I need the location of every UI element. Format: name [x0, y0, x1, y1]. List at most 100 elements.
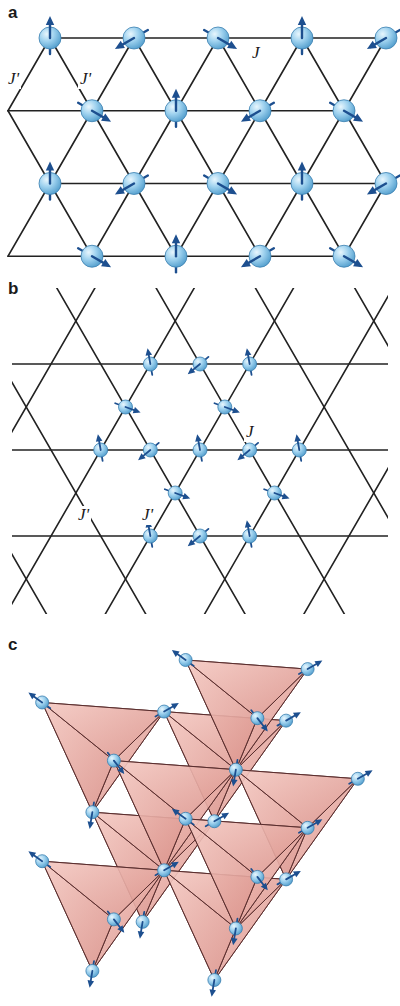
bond-line	[344, 183, 386, 256]
bond-line	[344, 38, 386, 111]
bond-line	[176, 38, 218, 111]
bond-line	[302, 111, 344, 184]
arrow-head	[117, 766, 124, 774]
arrow-head	[282, 493, 290, 499]
arrow-head	[88, 980, 95, 988]
panel-letter: a	[6, 4, 19, 23]
bond-line	[134, 183, 218, 185]
bond-line	[92, 38, 134, 111]
lattice-line	[12, 288, 388, 614]
bond-line	[260, 111, 302, 184]
arrow-head	[182, 493, 190, 499]
bond-line	[92, 183, 134, 256]
coupling-label: J	[244, 423, 256, 442]
arrow-head	[295, 434, 301, 442]
arrow-head	[353, 259, 363, 267]
arrow-head	[171, 703, 179, 709]
bond-line	[218, 37, 302, 39]
arrow-head	[117, 925, 124, 933]
lattice-line	[12, 288, 388, 614]
lattice-line	[12, 288, 388, 614]
bond-line	[92, 110, 176, 112]
coupling-label: J'	[140, 506, 155, 525]
arrow-head	[293, 871, 301, 877]
bond-line	[176, 255, 260, 257]
arrow-head	[210, 989, 217, 997]
pyrochlore-lattice	[28, 650, 372, 997]
panel-letter: b	[6, 280, 20, 299]
arrow-head	[171, 862, 179, 868]
arrow-head	[146, 348, 152, 356]
bond-line	[8, 111, 50, 184]
bond-line	[176, 111, 218, 184]
arrow-head	[172, 234, 180, 243]
bond-line	[92, 111, 134, 184]
arrow-head	[367, 41, 377, 49]
arrow-head	[261, 724, 268, 732]
lattice-line	[12, 288, 289, 614]
lattice-line	[12, 288, 388, 614]
arrow-head	[172, 89, 180, 98]
tetrahedron-face	[186, 660, 308, 718]
arrow-head	[245, 348, 251, 356]
bond-line	[260, 38, 302, 111]
tetrahedron-face	[114, 761, 236, 819]
bond-line	[134, 38, 176, 111]
lattice-line	[185, 288, 388, 614]
bond-line	[302, 183, 386, 185]
arrow-head	[172, 650, 180, 657]
arrow-head	[101, 114, 111, 122]
bond-line	[344, 111, 386, 184]
arrow-head	[231, 779, 238, 787]
arrow-head	[138, 453, 146, 460]
bond-line	[50, 111, 92, 184]
bond-line	[8, 255, 92, 257]
panel-letter: c	[6, 636, 19, 655]
tetrahedron-face	[42, 861, 164, 919]
arrow-head	[367, 186, 377, 194]
arrow-head	[227, 41, 237, 49]
coupling-label: J'	[6, 70, 21, 89]
arrow-head	[138, 931, 145, 939]
arrow-head	[241, 114, 251, 122]
bond-line	[302, 37, 386, 39]
arrow-head	[188, 367, 196, 374]
arrow-head	[298, 16, 306, 25]
bond-line	[134, 183, 176, 256]
arrow-head	[88, 821, 95, 829]
arrow-head	[315, 819, 323, 825]
triangular-lattice	[8, 16, 400, 272]
bond-line	[260, 110, 344, 112]
tetrahedron-face	[236, 770, 358, 828]
arrow-head	[365, 770, 373, 776]
bond-line	[218, 183, 260, 256]
tetrahedron-face	[186, 819, 308, 929]
bond-line	[176, 183, 218, 256]
tetrahedron-face	[186, 819, 308, 877]
arrow-head	[115, 186, 125, 194]
lattice-line	[111, 288, 388, 614]
bond-line	[260, 255, 344, 257]
arrow-head	[231, 938, 238, 946]
arrow-head	[298, 161, 306, 170]
arrow-head	[188, 539, 196, 546]
arrow-head	[28, 692, 36, 699]
tetrahedron-face	[42, 703, 164, 761]
arrow-head	[28, 851, 36, 858]
lattice-line	[73, 288, 388, 614]
bond-line	[92, 255, 176, 257]
arrow-head	[221, 813, 229, 819]
arrow-head	[261, 883, 268, 891]
arrow-head	[353, 114, 363, 122]
arrow-head	[315, 661, 323, 667]
bond-line	[302, 183, 344, 256]
arrow-head	[293, 712, 301, 718]
tetrahedron-face	[186, 660, 308, 770]
lattice-line	[222, 288, 388, 614]
arrow-head	[227, 186, 237, 194]
bond-line	[302, 38, 344, 111]
lattice-line	[12, 288, 178, 614]
bond-line	[134, 111, 176, 184]
bond-line	[50, 37, 134, 39]
